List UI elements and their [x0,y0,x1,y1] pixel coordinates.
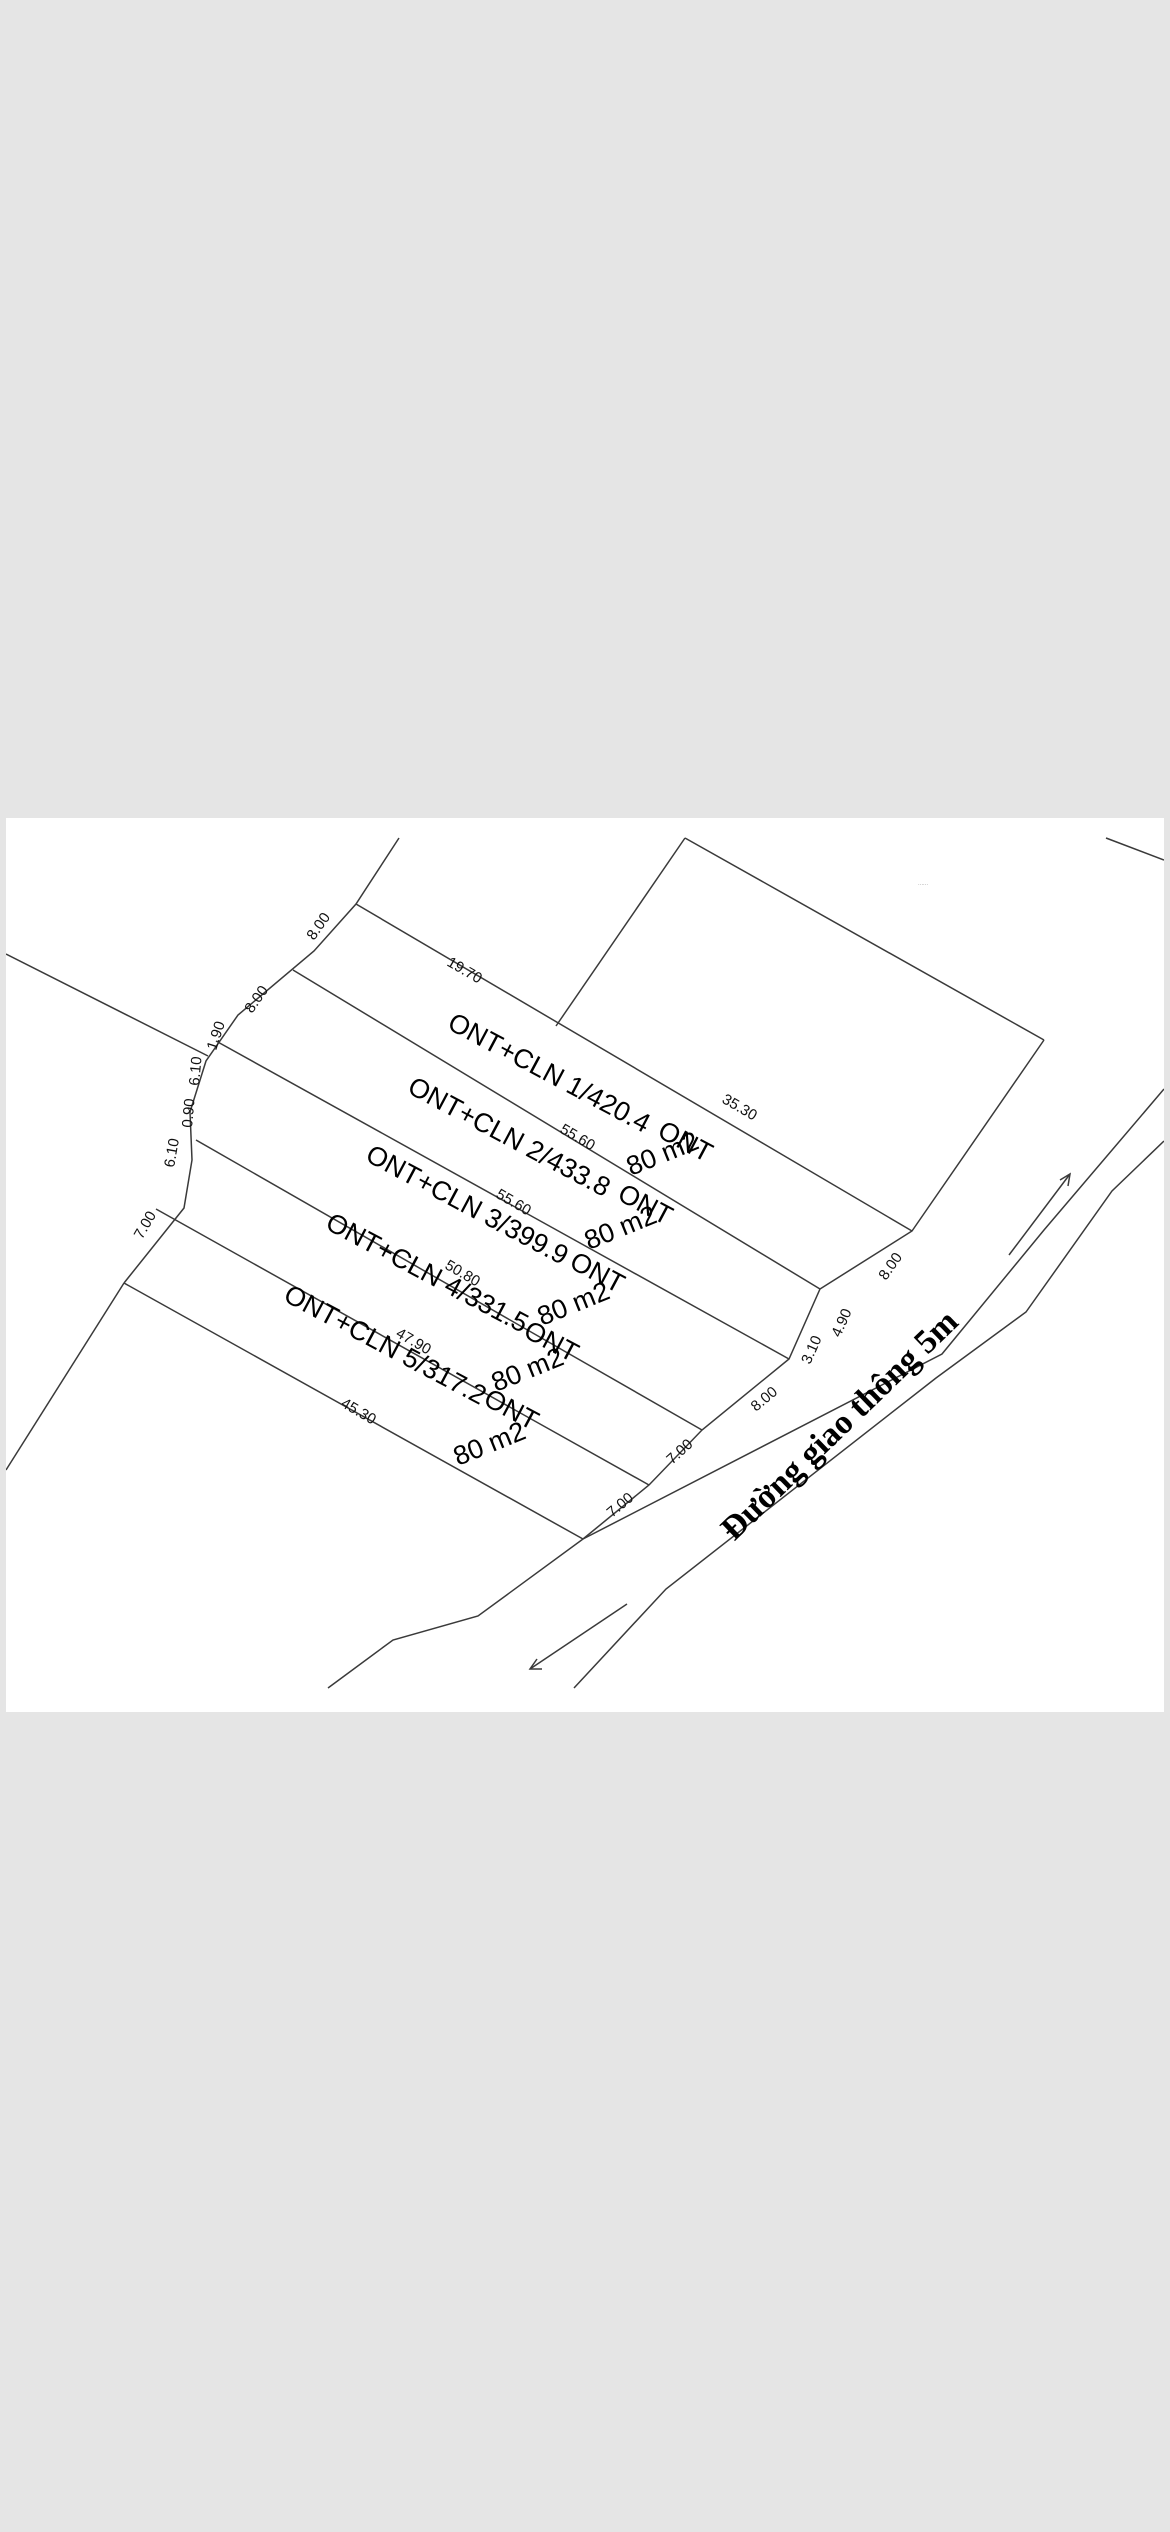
lot1-bottom-line [292,969,821,1290]
lot4-bottom-line [155,1208,650,1486]
dim-lot5-bottom: 45.30 [338,1395,379,1428]
lot5-bottom-line [123,1282,584,1540]
arrow-down-left-head [528,1658,542,1670]
dim-top-edge-left: 19.70 [444,954,485,987]
lot-frontage-line [582,1039,1045,1540]
arrow-down-left-icon [529,1603,628,1670]
neighbor-parcel-line-c [1105,837,1164,861]
lot2-bottom-line [215,1040,790,1360]
dim-left-a: 1.90 [204,1019,229,1052]
dim-front-a: 4.90 [828,1306,855,1340]
arrow-up-right-head [1059,1172,1072,1187]
road-edge-lower [573,1140,1164,1689]
cadastral-drawing-sheet: ONT+CLN 1/420.4 ONT 80 m2 ONT+CLN 2/433.… [6,818,1164,1712]
dim-left-second: 8.00 [241,983,272,1017]
left-boundary-line-upper [6,953,209,1057]
road [327,1088,1164,1689]
parcel-lines [6,837,1164,1540]
dim-left-b: 6.10 [186,1056,205,1087]
road-label: Đường giao thông 5m [714,1303,966,1548]
dim-left-bottom: 7.00 [131,1208,160,1242]
neighbor-parcel-line-b [555,837,686,1027]
dim-top-edge-right: 35.30 [719,1091,760,1124]
dim-front-lot1: 8.00 [875,1250,906,1284]
road-edge-upper [327,1088,1164,1689]
lot5-area: 80 m2 [449,1416,530,1472]
dim-front-lot5: 7.00 [604,1489,637,1521]
arrow-up-right-icon [1008,1173,1071,1256]
rear-boundary-line [123,837,400,1284]
dim-front-b: 3.10 [798,1333,825,1367]
dim-left-c: 0.90 [179,1098,198,1129]
neighbor-parcel-line-a [684,837,1045,1041]
dim-left-d: 6.10 [161,1137,183,1169]
lot3-bottom-line [195,1139,703,1431]
dim-left-top: 8.00 [303,910,334,944]
land-plot-diagram: ONT+CLN 1/420.4 ONT 80 m2 ONT+CLN 2/433.… [6,837,1164,1689]
corner-note: ······ [918,882,928,888]
traffic-direction-arrows [528,1172,1072,1670]
lot1-top-line [355,903,913,1232]
left-boundary-line-lower [6,1282,125,1471]
